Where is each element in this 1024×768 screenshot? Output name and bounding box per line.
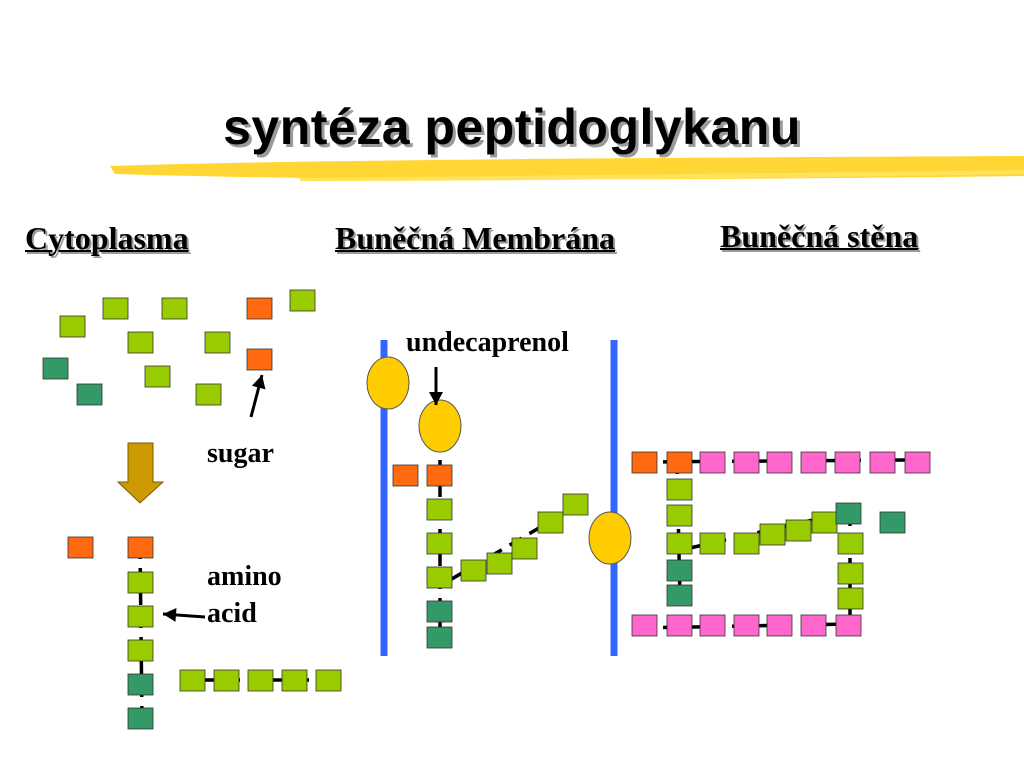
amino-acid-light-block (537, 511, 564, 534)
title-underline-brush-streak (300, 170, 1024, 181)
amino-acid-light-block (426, 566, 453, 589)
amino-acid-dark-block (42, 357, 69, 380)
undecaprenol-lipid-carrier (588, 511, 632, 565)
wall-sugar-block (631, 614, 658, 637)
amino-acid-light-block (144, 365, 171, 388)
amino-acid-light-block (511, 537, 538, 560)
amino-acid-light-block (281, 669, 308, 692)
amino-acid-light-block (102, 297, 129, 320)
amino-acid-dark-block (835, 502, 862, 525)
amino-acid-light-block (195, 383, 222, 406)
amino-acid-light-block (460, 559, 487, 582)
sugar-block (246, 297, 273, 320)
wall-sugar-block (869, 451, 896, 474)
wall-sugar-block (904, 451, 931, 474)
amino-acid-light-block (289, 289, 316, 312)
amino-acid-light-block (666, 532, 693, 555)
label-amino: amino (207, 561, 282, 592)
amino-acid-light-block (204, 331, 231, 354)
label-sugar: sugar (207, 438, 274, 469)
wall-sugar-block (666, 614, 693, 637)
amino-acid-light-block (811, 511, 838, 534)
amino-acid-dark-block (127, 707, 154, 730)
amino-acid-dark-block (76, 383, 103, 406)
wall-sugar-block (699, 451, 726, 474)
amino-acid-light-block (666, 504, 693, 527)
label-acid: acid (207, 598, 257, 629)
sugar-block (127, 536, 154, 559)
amino-acid-light-block (426, 498, 453, 521)
amino-acid-dark-block (426, 600, 453, 623)
wall-sugar-block (800, 451, 827, 474)
amino-acid-light-block (699, 532, 726, 555)
amino-acid-light-block (127, 331, 154, 354)
slide-title: syntéza peptidoglykanu (223, 99, 801, 155)
wall-sugar-block (733, 614, 760, 637)
sugar-pointer-arrow-head (251, 375, 266, 390)
sugar-block (67, 536, 94, 559)
amino-acid-light-block (213, 669, 240, 692)
sugar-block (426, 464, 453, 487)
heading-cell-wall: Buněčná stěna (720, 218, 919, 254)
amino-acid-dark-block (426, 626, 453, 649)
process-down-arrow (116, 442, 165, 504)
amino-acid-light-block (59, 315, 86, 338)
amino-acid-light-block (562, 493, 589, 516)
amino-acid-light-block (837, 562, 864, 585)
amino-acid-light-block (837, 532, 864, 555)
undecaprenol-pointer-arrow-head (429, 392, 443, 405)
undecaprenol-lipid-carrier (366, 356, 410, 410)
amino-acid-light-block (127, 571, 154, 594)
amino-acid-light-block (733, 532, 760, 555)
amino-acid-light-block (127, 639, 154, 662)
sugar-block (631, 451, 658, 474)
wall-sugar-block (835, 614, 862, 637)
amino-acid-pointer-arrow-head (163, 607, 177, 622)
amino-acid-light-block (161, 297, 188, 320)
wall-sugar-block (733, 451, 760, 474)
amino-acid-dark-block (666, 559, 693, 582)
amino-acid-light-block (837, 587, 864, 610)
amino-acid-light-block (127, 605, 154, 628)
amino-acid-dark-block (127, 673, 154, 696)
sugar-block (246, 348, 273, 371)
peptide-bond-dashed-line (639, 458, 906, 464)
wall-sugar-block (699, 614, 726, 637)
wall-sugar-block (834, 451, 861, 474)
amino-acid-light-block (426, 532, 453, 555)
heading-cytoplasm: Cytoplasma (25, 220, 189, 256)
heading-membrane: Buněčná Membrána (335, 220, 615, 256)
amino-acid-light-block (179, 669, 206, 692)
sugar-block (392, 464, 419, 487)
wall-sugar-block (766, 451, 793, 474)
sugar-block (666, 451, 693, 474)
amino-acid-light-block (247, 669, 274, 692)
amino-acid-light-block (785, 519, 812, 542)
amino-acid-light-block (759, 523, 786, 546)
amino-acid-light-block (486, 552, 513, 575)
amino-acid-dark-block (666, 584, 693, 607)
amino-acid-light-block (666, 478, 693, 501)
undecaprenol-lipid-carrier (418, 399, 462, 453)
label-undecaprenol: undecaprenol (406, 327, 569, 358)
wall-sugar-block (766, 614, 793, 637)
amino-acid-light-block (315, 669, 342, 692)
wall-sugar-block (800, 614, 827, 637)
amino-acid-dark-block (879, 511, 906, 534)
